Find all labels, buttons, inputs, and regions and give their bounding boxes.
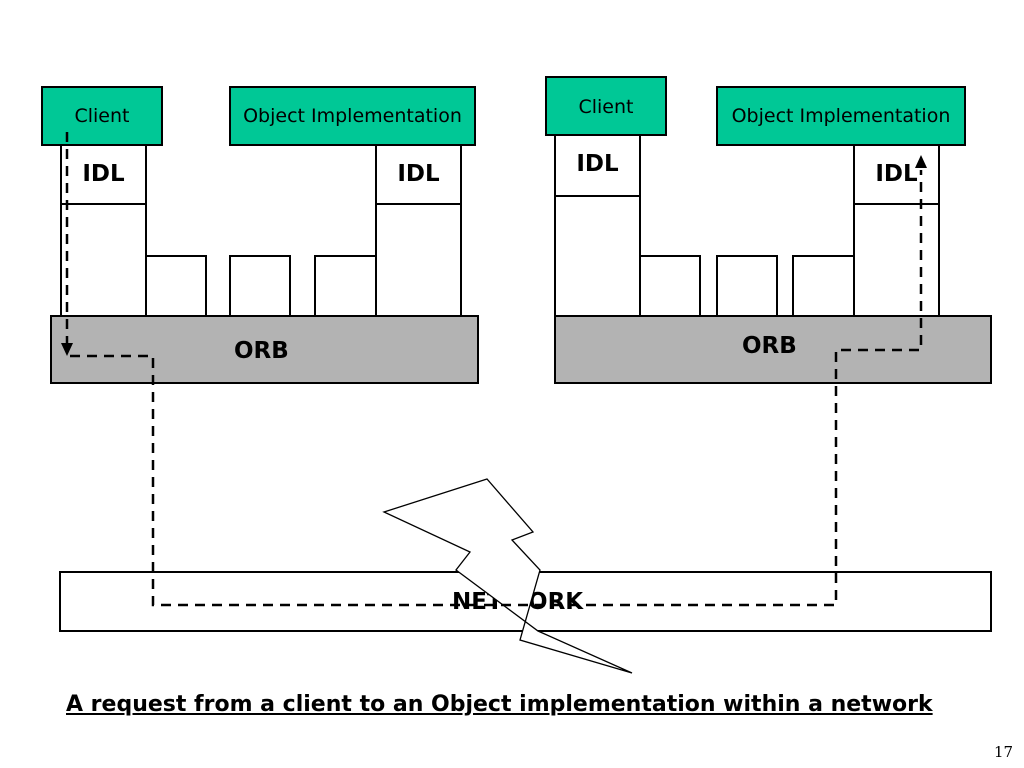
left-orb-label: ORB	[234, 338, 289, 364]
right-object-implementation-box: Object Implementation	[716, 86, 966, 146]
right-stub-box-2	[716, 255, 778, 318]
right-arrowhead-icon	[915, 155, 927, 168]
left-client-box: Client	[41, 86, 163, 146]
right-stub-box-3	[792, 255, 855, 318]
left-object-idl: IDL	[375, 143, 462, 205]
slide-caption: A request from a client to an Object imp…	[66, 692, 933, 717]
right-client-box: Client	[545, 76, 667, 136]
lightning-bolt-icon	[382, 478, 633, 674]
right-orb-label: ORB	[742, 333, 797, 359]
left-arrowhead-icon	[61, 343, 73, 356]
left-orb-bar	[50, 315, 479, 384]
left-object-column	[375, 200, 462, 318]
page-number: 17	[994, 743, 1014, 761]
left-client-idl: IDL	[60, 143, 147, 205]
left-object-implementation-box: Object Implementation	[229, 86, 476, 146]
right-object-column	[853, 200, 940, 318]
right-client-column	[554, 192, 641, 318]
request-path	[65, 132, 923, 607]
right-object-idl: IDL	[853, 143, 940, 205]
left-stub-box-2	[229, 255, 291, 318]
